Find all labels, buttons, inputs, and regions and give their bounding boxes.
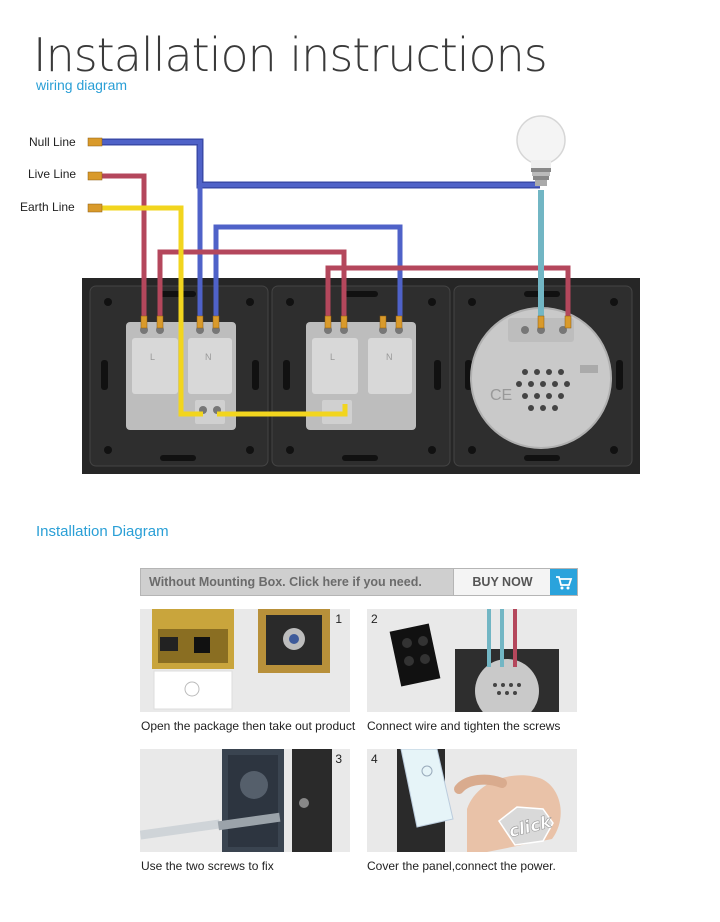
step-1-image: 1 xyxy=(140,609,350,712)
mounting-box-promo-bar[interactable]: Without Mounting Box. Click here if you … xyxy=(140,568,578,596)
step-3-number: 3 xyxy=(335,752,342,766)
step-4-image: click 4 xyxy=(367,749,577,852)
socket-module-2: L N xyxy=(306,322,416,430)
page-title: Installation instructions xyxy=(33,28,548,82)
buy-now-button[interactable]: BUY NOW xyxy=(453,569,551,595)
svg-text:CE: CE xyxy=(490,387,512,404)
step-3-image: 3 xyxy=(140,749,350,852)
wiring-diagram: L N L N CE xyxy=(82,115,640,474)
step-2-image: 2 xyxy=(367,609,577,712)
cart-icon[interactable] xyxy=(550,569,577,595)
step-4-caption: Cover the panel,connect the power. xyxy=(367,859,556,873)
installation-heading: Installation Diagram xyxy=(36,523,169,540)
live-line-label: Live Line xyxy=(28,167,77,181)
svg-text:N: N xyxy=(205,352,212,362)
light-bulb-icon xyxy=(516,115,566,186)
step-2-caption: Connect wire and tighten the screws xyxy=(367,719,561,733)
step-4-number: 4 xyxy=(371,752,378,766)
switch-module: CE xyxy=(470,307,612,449)
page-subtitle: wiring diagram xyxy=(36,77,128,93)
step-1-caption: Open the package then take out product xyxy=(141,719,356,733)
step-2-number: 2 xyxy=(371,612,378,626)
promo-link[interactable]: Without Mounting Box. Click here if you … xyxy=(149,575,422,589)
svg-text:L: L xyxy=(330,352,335,362)
svg-text:L: L xyxy=(150,352,155,362)
wires xyxy=(87,137,572,417)
svg-text:N: N xyxy=(386,352,393,362)
earth-line-label: Earth Line xyxy=(20,200,75,214)
step-3-caption: Use the two screws to fix xyxy=(141,859,274,873)
null-line-label: Null Line xyxy=(29,135,76,149)
step-1-number: 1 xyxy=(335,612,342,626)
